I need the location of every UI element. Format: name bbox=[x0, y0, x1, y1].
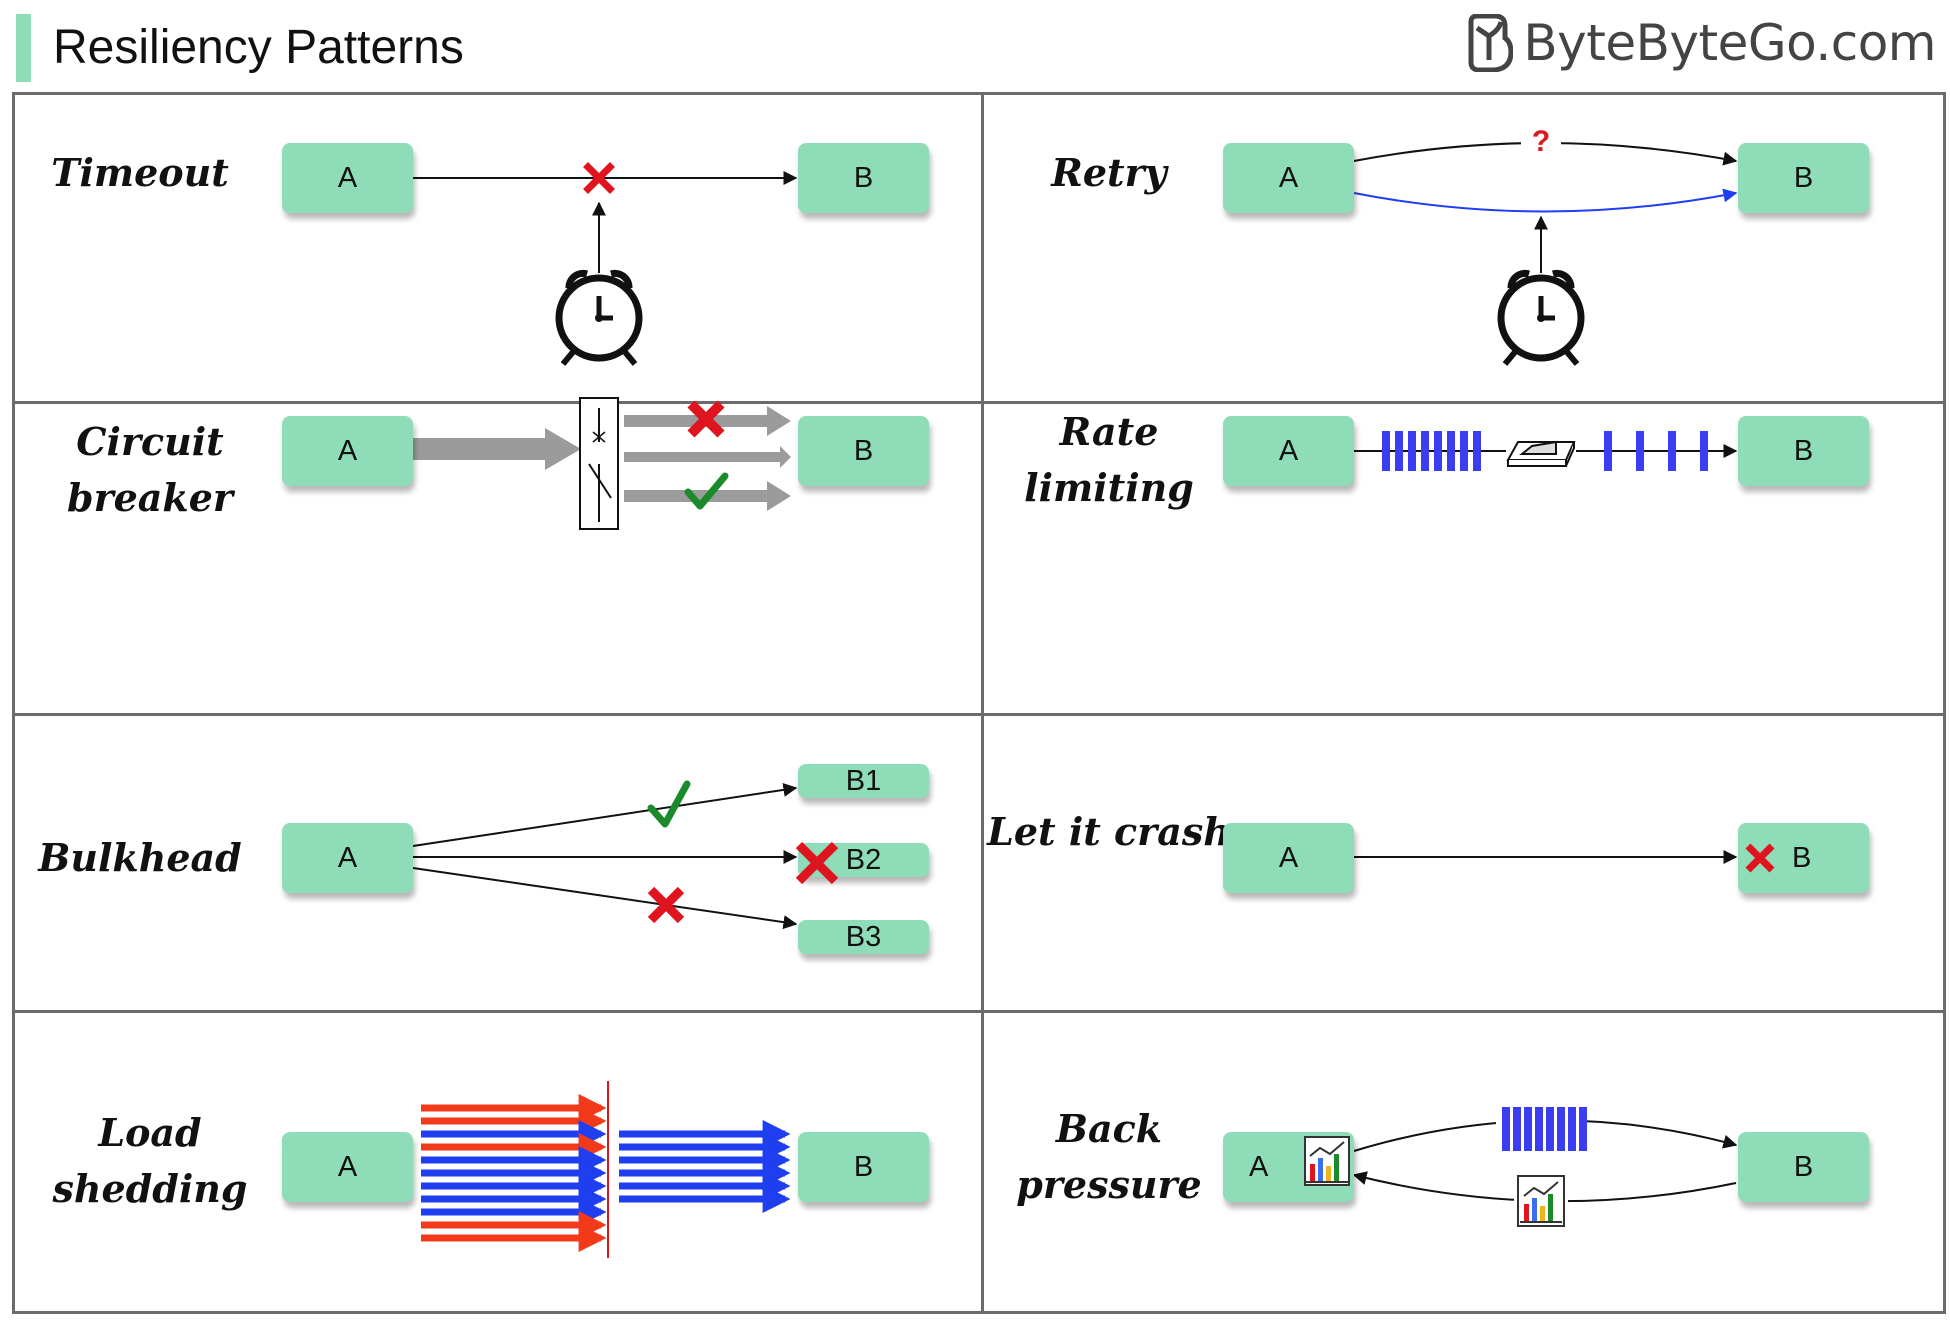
outgoing-arrow bbox=[624, 446, 791, 468]
pattern-label: Load shedding bbox=[52, 1110, 248, 1211]
bulkhead-diagram bbox=[412, 780, 798, 930]
cell-timeout: Timeout A B bbox=[15, 95, 982, 395]
node-a: A bbox=[1223, 143, 1354, 213]
chart-icon bbox=[1304, 1136, 1350, 1186]
node-a: A bbox=[282, 143, 413, 213]
x-icon bbox=[687, 400, 725, 438]
node-b3: B3 bbox=[798, 920, 929, 954]
node-b: B bbox=[1738, 416, 1869, 486]
pattern-label: Bulkhead bbox=[38, 835, 242, 880]
patterns-grid bbox=[12, 92, 1946, 1314]
cell-circuit-breaker: Circuit breaker A B bbox=[15, 397, 982, 704]
bytebytego-logo-icon bbox=[1468, 14, 1514, 72]
node-a: A bbox=[282, 416, 413, 486]
rate-limiting-diagram bbox=[1354, 431, 1738, 471]
load-shedding-diagram bbox=[421, 1081, 791, 1258]
node-b: B bbox=[798, 416, 929, 486]
node-b: B bbox=[1738, 1132, 1869, 1202]
node-a: A bbox=[1223, 416, 1354, 486]
node-b: B bbox=[798, 143, 929, 213]
node-b: B bbox=[1738, 143, 1869, 213]
toggle-switch-icon bbox=[1506, 440, 1576, 467]
let-it-crash-diagram bbox=[1354, 850, 1738, 864]
page-title: Resiliency Patterns bbox=[53, 21, 464, 74]
cell-back-pressure: Back pressure A B bbox=[984, 1013, 1950, 1313]
unknown-response-mark: ? bbox=[1531, 125, 1551, 158]
request-queue bbox=[1502, 1107, 1587, 1151]
cell-let-it-crash: Let it crash A B bbox=[984, 716, 1950, 1016]
chart-icon bbox=[1517, 1175, 1565, 1227]
timeout-diagram bbox=[413, 162, 798, 366]
node-a: A bbox=[1223, 823, 1354, 893]
limited-request-queue bbox=[1604, 431, 1708, 471]
cell-retry: ? Retry A B bbox=[984, 95, 1950, 395]
request-arrow bbox=[413, 428, 581, 470]
accepted-requests bbox=[619, 1120, 791, 1213]
pattern-label: Back pressure bbox=[1016, 1106, 1202, 1207]
pattern-label: Retry bbox=[1051, 150, 1167, 195]
alarm-clock-icon bbox=[1497, 269, 1585, 366]
circuit-breaker-diagram bbox=[413, 397, 791, 530]
pattern-label: Let it crash bbox=[987, 809, 1231, 854]
title-accent-bar bbox=[16, 14, 31, 82]
pattern-label: Rate limiting bbox=[1024, 409, 1194, 510]
check-icon bbox=[647, 780, 691, 828]
pattern-label: Timeout bbox=[51, 150, 229, 195]
x-icon bbox=[647, 886, 685, 924]
node-b: B bbox=[798, 1132, 929, 1202]
brand: ByteByteGo.com bbox=[1465, 8, 1936, 78]
pattern-label: Circuit breaker bbox=[67, 419, 233, 520]
alarm-clock-icon bbox=[555, 269, 643, 366]
node-b1: B1 bbox=[798, 764, 929, 798]
back-pressure-diagram bbox=[1303, 1107, 1738, 1229]
brand-name: ByteByteGo.com bbox=[1523, 14, 1936, 72]
node-a: A bbox=[282, 1132, 413, 1202]
x-icon bbox=[583, 162, 615, 194]
incoming-requests bbox=[421, 1094, 607, 1252]
row-divider bbox=[12, 1010, 1946, 1013]
row-divider bbox=[12, 713, 1946, 716]
retry-diagram bbox=[1353, 125, 1738, 366]
cell-load-shedding: Load shedding A B bbox=[15, 1013, 982, 1313]
row-divider bbox=[12, 401, 1946, 404]
x-icon bbox=[1745, 843, 1775, 873]
cell-rate-limiting: Rate limiting A B bbox=[984, 404, 1950, 704]
request-queue bbox=[1382, 431, 1481, 471]
x-icon bbox=[795, 841, 839, 885]
column-divider bbox=[981, 92, 984, 1314]
check-icon bbox=[684, 472, 729, 510]
node-a: A bbox=[282, 823, 413, 893]
cell-bulkhead: Bulkhead A B1 B2 B3 bbox=[15, 716, 982, 1016]
